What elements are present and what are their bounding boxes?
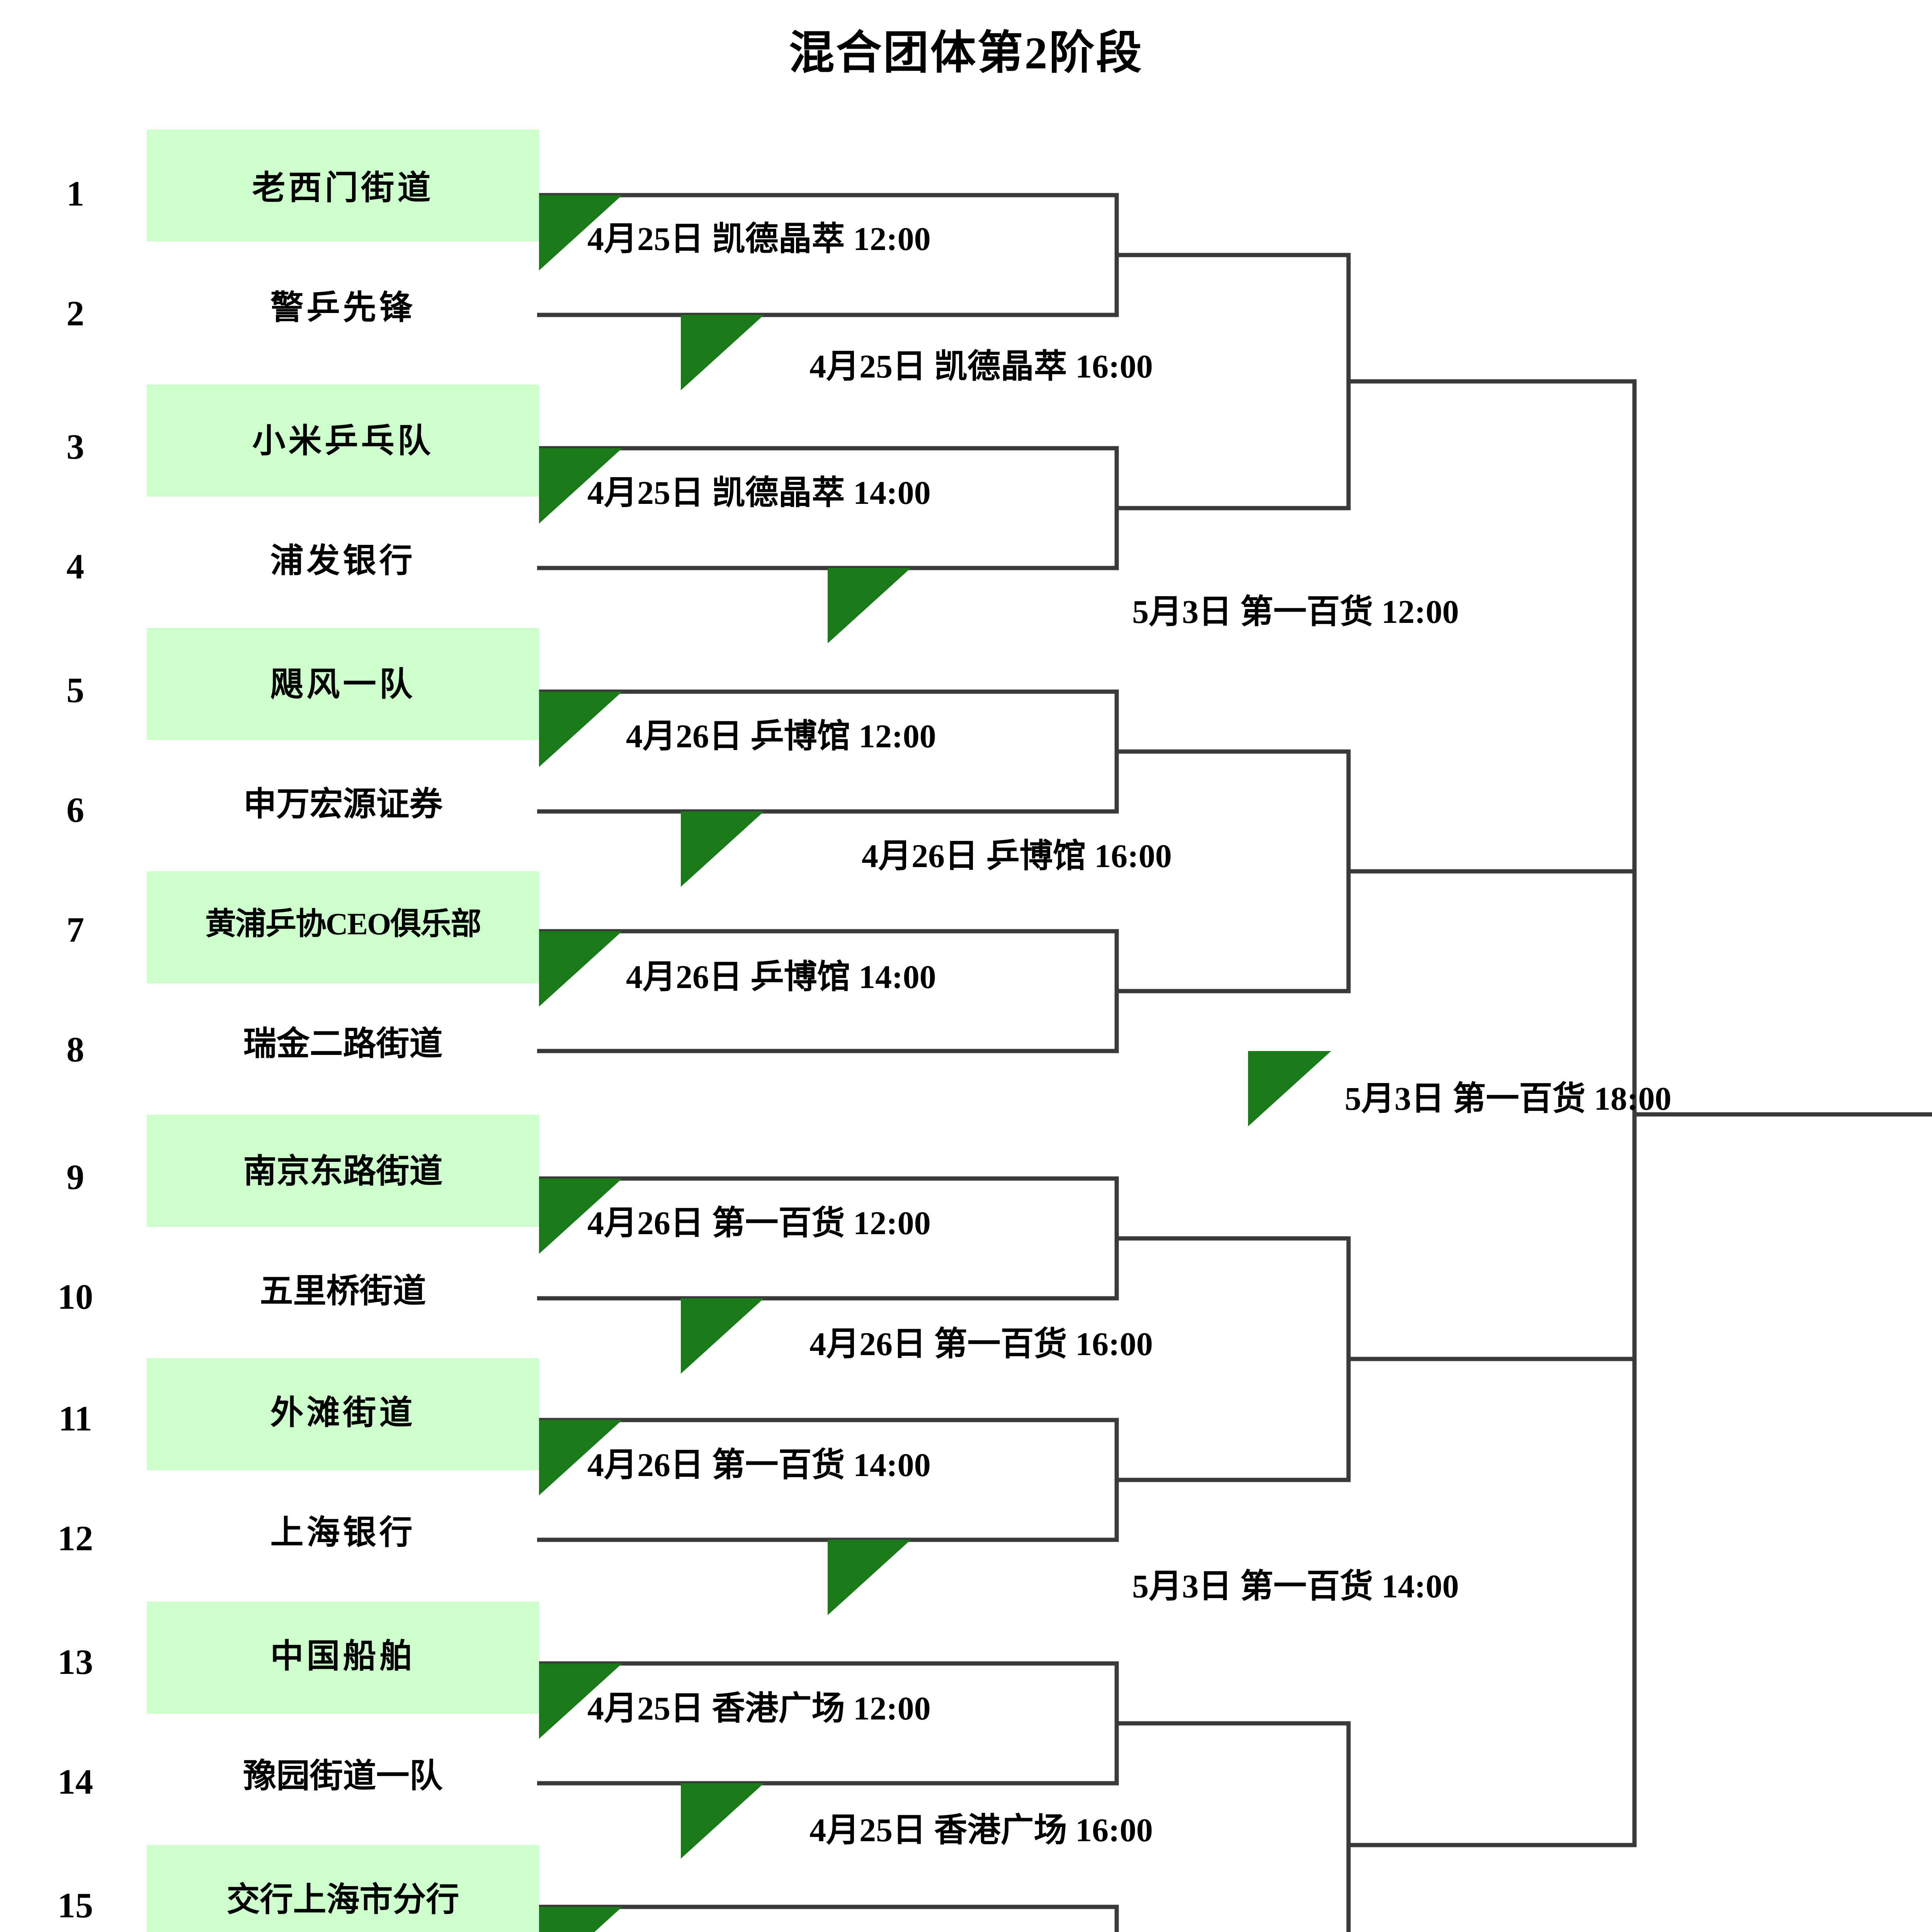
team-name-1[interactable]: 老西门街道 [252, 169, 434, 206]
match-label-r1-m7[interactable]: 4月25日 香港广场 12:00 [587, 1690, 931, 1727]
winner-marker-icon-10 [681, 1298, 764, 1374]
winner-marker-icon-14 [681, 1783, 764, 1859]
match-label-r2-m4[interactable]: 4月25日 香港广场 16:00 [810, 1811, 1153, 1849]
seed-number-1: 1 [66, 174, 84, 213]
winner-marker-icon-15 [539, 1907, 622, 1932]
winner-marker-icon-4 [828, 568, 911, 643]
page-title: 混合团体第2阶段 [789, 28, 1143, 78]
winner-marker-icon-13 [539, 1663, 622, 1739]
match-label-r2-m2[interactable]: 4月26日 乒博馆 16:00 [862, 837, 1172, 874]
team-name-8[interactable]: 瑞金二路街道 [243, 1025, 443, 1062]
seed-number-8: 8 [66, 1030, 84, 1069]
match-label-r1-m6[interactable]: 4月26日 第一百货 14:00 [587, 1446, 931, 1483]
seed-number-15: 15 [58, 1886, 93, 1925]
team-highlight-13 [147, 1602, 539, 1714]
seed-number-4: 4 [66, 547, 84, 586]
match-label-r1-m3[interactable]: 4月26日 乒博馆 12:00 [626, 718, 936, 755]
seed-number-5: 5 [66, 670, 84, 710]
seed-number-2: 2 [66, 294, 84, 333]
team-name-9[interactable]: 南京东路街道 [243, 1153, 443, 1190]
winner-marker-icon-12 [828, 1540, 911, 1615]
team-name-15[interactable]: 交行上海市分行 [226, 1881, 459, 1918]
seed-number-12: 12 [58, 1519, 93, 1558]
winner-marker-icon-3 [539, 448, 622, 524]
team-name-14[interactable]: 豫园街道一队 [243, 1757, 443, 1794]
team-name-5[interactable]: 飓风一队 [270, 666, 416, 703]
team-name-10[interactable]: 五里桥街道 [260, 1272, 426, 1310]
match-label-r1-m5[interactable]: 4月26日 第一百货 12:00 [587, 1204, 931, 1242]
match-label-r2-m1[interactable]: 4月25日 凯德晶萃 16:00 [810, 348, 1153, 385]
team-highlight-11 [147, 1358, 539, 1470]
seed-number-10: 10 [58, 1277, 93, 1316]
seed-number-9: 9 [66, 1157, 84, 1197]
match-label-final[interactable]: 5月3日 第一百货 18:00 [1345, 1080, 1672, 1117]
winner-markers-group [539, 195, 1331, 1932]
match-label-sf-2[interactable]: 5月3日 第一百货 14:00 [1132, 1568, 1459, 1605]
team-highlight-3 [147, 384, 539, 497]
seed-number-11: 11 [58, 1399, 92, 1438]
winner-marker-icon-2 [681, 315, 764, 390]
team-highlight-15 [147, 1845, 539, 1932]
team-name-2[interactable]: 警乒先锋 [270, 289, 416, 326]
winner-marker-icon-8 [1248, 1051, 1331, 1126]
seed-number-6: 6 [66, 790, 84, 830]
team-name-12[interactable]: 上海银行 [270, 1514, 416, 1551]
team-name-13[interactable]: 中国船舶 [270, 1638, 416, 1675]
team-highlight-7 [147, 871, 539, 983]
seed-number-7: 7 [66, 910, 84, 949]
match-label-r1-m4[interactable]: 4月26日 乒博馆 14:00 [626, 958, 936, 995]
match-label-r1-m1[interactable]: 4月25日 凯德晶萃 12:00 [587, 220, 931, 257]
seed-number-3: 3 [66, 427, 84, 466]
seed-number-13: 13 [58, 1642, 93, 1682]
winner-marker-icon-11 [539, 1420, 622, 1495]
winner-marker-icon-7 [539, 931, 622, 1007]
seed-number-14: 14 [58, 1762, 93, 1801]
winner-marker-icon-6 [681, 811, 764, 887]
team-name-7[interactable]: 黄浦乒协CEO俱乐部 [205, 907, 481, 941]
team-name-11[interactable]: 外滩街道 [270, 1394, 416, 1431]
winner-marker-icon-1 [539, 195, 622, 270]
team-name-6[interactable]: 申万宏源证券 [243, 786, 443, 823]
team-name-3[interactable]: 小米乒乓队 [252, 422, 434, 459]
match-label-sf-1[interactable]: 5月3日 第一百货 12:00 [1132, 593, 1459, 630]
team-highlight-5 [147, 628, 539, 740]
match-label-r1-m2[interactable]: 4月25日 凯德晶萃 14:00 [587, 474, 931, 511]
team-highlight-1 [147, 129, 539, 242]
team-name-4[interactable]: 浦发银行 [270, 542, 416, 579]
winner-marker-icon-9 [539, 1179, 622, 1254]
team-highlight-9 [147, 1115, 539, 1227]
winner-marker-icon-5 [539, 692, 622, 767]
match-label-r2-m3[interactable]: 4月26日 第一百货 16:00 [810, 1325, 1153, 1362]
bracket-r1-m8 [537, 1905, 1119, 1932]
